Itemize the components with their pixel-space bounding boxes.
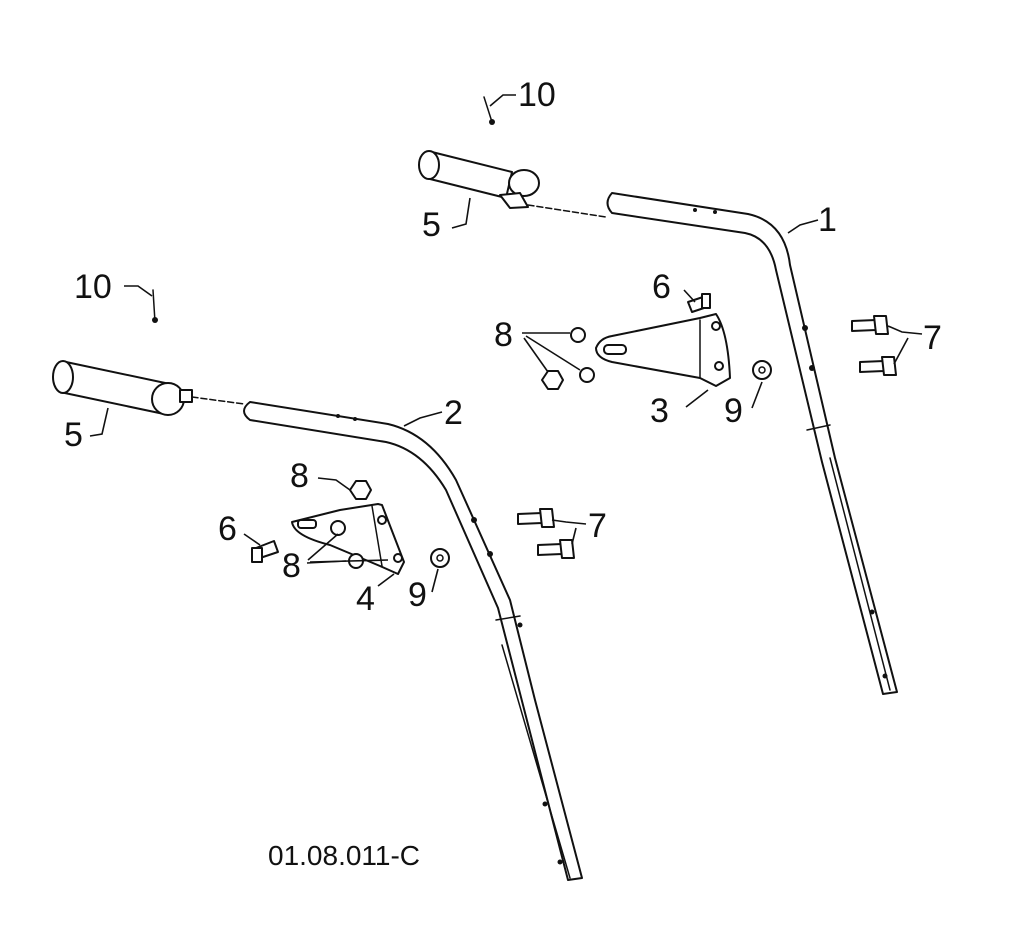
bracket-4-hole (330, 520, 346, 536)
handle-1-hole (869, 609, 875, 615)
handle-tube-1 (606, 192, 898, 695)
callout-1: 1 (818, 201, 837, 239)
bracket-4-hole (393, 553, 403, 563)
bolt-6-left (251, 540, 279, 563)
bracket-3 (595, 313, 731, 387)
bracket-4-fold (371, 505, 383, 567)
handle-tube-2-seam (495, 615, 521, 621)
washer-8 (570, 327, 586, 343)
bracket-4-slot (297, 519, 317, 529)
callout-10-right: 10 (518, 76, 556, 114)
handle-1-hole (809, 365, 815, 371)
washer-9-left (430, 548, 450, 568)
handle-2-hole (471, 517, 477, 523)
nut-8 (541, 370, 564, 390)
bracket-3-hole (714, 361, 724, 371)
callout-7-left: 7 (588, 507, 607, 545)
bracket-3-hole (711, 321, 721, 331)
handle-2-hole (517, 622, 523, 628)
pin-10-left (152, 289, 158, 323)
nut-8-left (349, 480, 372, 500)
handle-assembly-left (52, 285, 587, 881)
handle-2-hole (353, 417, 357, 421)
bracket-4-hole (377, 515, 387, 525)
callout-5-right: 5 (422, 206, 441, 244)
handle-1-hole (802, 325, 808, 331)
bolt-7-left-upper (517, 508, 555, 528)
callout-4: 4 (356, 580, 375, 618)
bolt-7-right-upper (851, 315, 889, 335)
callout-6-left: 6 (218, 510, 237, 548)
handle-tube-2-inner (501, 644, 571, 879)
handle-2-hole (542, 801, 548, 807)
bracket-3-slot (603, 344, 627, 355)
drawing-code: 01.08.011-C (268, 840, 420, 871)
bolt-7-right-lower (859, 356, 897, 376)
callout-5-left: 5 (64, 416, 83, 454)
callout-3: 3 (650, 392, 669, 430)
handle-1-hole (693, 208, 697, 212)
callout-8-left-lower: 8 (282, 547, 301, 585)
callout-10-left: 10 (74, 268, 112, 306)
callout-2: 2 (444, 394, 463, 432)
callout-8-right: 8 (494, 316, 513, 354)
handle-assembly-right (418, 94, 923, 695)
callout-6-right: 6 (652, 268, 671, 306)
callout-8-left-upper: 8 (290, 457, 309, 495)
hand-grip-5-right (418, 150, 607, 218)
handle-1-hole (713, 210, 717, 214)
callout-9-right: 9 (724, 392, 743, 430)
washer-9-right (752, 360, 772, 380)
handle-2-hole (336, 414, 340, 418)
handle-2-hole (487, 551, 493, 557)
washer-8 (579, 367, 595, 383)
handle-tube-1-seam (806, 424, 831, 431)
bolt-6-right (687, 293, 711, 313)
handle-1-hole (882, 673, 888, 679)
handle-2-hole (557, 859, 563, 865)
pin-10-right (483, 96, 495, 125)
handle-tube-1-inner (829, 457, 891, 691)
callout-9-left: 9 (408, 576, 427, 614)
handle-tube-2 (243, 401, 583, 881)
bolt-7-left-lower (537, 539, 575, 559)
hand-grip-5-left (52, 360, 245, 416)
callout-7-right: 7 (923, 319, 942, 357)
